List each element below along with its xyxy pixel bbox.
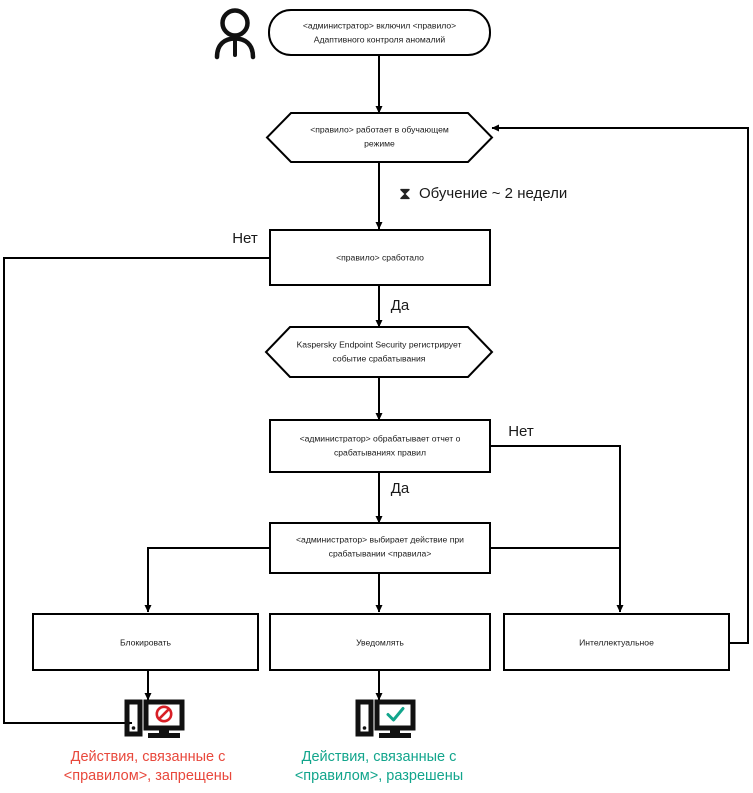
outcome-allowed-line2: <правилом>, разрешены (295, 768, 463, 784)
hourglass-icon: ⧗ (399, 184, 411, 204)
node-learning-mode[interactable]: <правило> работает в обучающем режиме (265, 112, 494, 163)
outcome-denied-line1: Действия, связанные с (71, 749, 226, 765)
node-admin-selects-action[interactable]: <администратор> выбирает действие при ср… (269, 522, 491, 574)
node-action-smart-label: Интеллектуальное (579, 637, 654, 647)
node-action-block[interactable]: Блокировать (32, 613, 259, 671)
node-kes-registers-line1: Kaspersky Endpoint Security регистрирует (297, 339, 462, 349)
node-kes-registers[interactable]: Kaspersky Endpoint Security регистрирует… (264, 326, 494, 378)
node-rule-triggered[interactable]: <правило> сработало (269, 229, 491, 286)
outcome-allowed-label: Действия, связанные с <правилом>, разреш… (295, 749, 463, 784)
node-action-block-label: Блокировать (120, 637, 172, 647)
node-learning-mode-line1: <правило> работает в обучающем (310, 124, 449, 134)
node-action-smart[interactable]: Интеллектуальное (503, 613, 730, 671)
edge-label-no-triggered: Нет (232, 230, 258, 247)
node-start-line2: Адаптивного контроля аномалий (314, 34, 446, 44)
node-admin-processes-report[interactable]: <администратор> обрабатывает отчет о сра… (269, 419, 491, 473)
edge-label-yes-report: Да (391, 480, 410, 497)
edge-triggered-no-loop (3, 257, 270, 727)
monitor-allowed-icon (355, 699, 416, 738)
node-admin-selects-action-line1: <администратор> выбирает действие при (296, 534, 464, 544)
node-admin-processes-report-line1: <администратор> обрабатывает отчет о (300, 433, 461, 443)
outcome-allowed-line1: Действия, связанные с (302, 749, 457, 765)
node-start[interactable]: <администратор> включил <правило> Адапти… (268, 9, 491, 56)
edge-label-yes-triggered: Да (391, 297, 410, 314)
node-action-notify-label: Уведомлять (356, 637, 404, 647)
edge-action-to-block (144, 547, 270, 613)
learning-duration-annotation: ⧗ Обучение ~ 2 недели (399, 184, 567, 204)
edge-report-no-to-smart (490, 445, 624, 613)
node-rule-triggered-line1: <правило> сработало (336, 252, 424, 262)
person-icon (214, 8, 256, 60)
node-start-line1: <администратор> включил <правило> (303, 20, 456, 30)
node-learning-mode-line2: режиме (364, 138, 395, 148)
node-action-notify[interactable]: Уведомлять (269, 613, 491, 671)
node-admin-processes-report-line2: срабатываниях правил (334, 447, 426, 457)
outcome-denied-line2: <правилом>, запрещены (64, 768, 232, 784)
node-admin-selects-action-line2: срабатывании <правила> (329, 548, 432, 558)
monitor-blocked-icon (124, 699, 185, 738)
learning-duration-label: Обучение ~ 2 недели (419, 185, 567, 202)
node-kes-registers-line2: событие срабатывания (333, 353, 426, 363)
edge-label-no-report: Нет (508, 423, 534, 440)
outcome-denied-label: Действия, связанные с <правилом>, запрещ… (64, 749, 232, 784)
connector-layer (3, 55, 749, 727)
edge-smart-feedback-loop (491, 124, 749, 644)
